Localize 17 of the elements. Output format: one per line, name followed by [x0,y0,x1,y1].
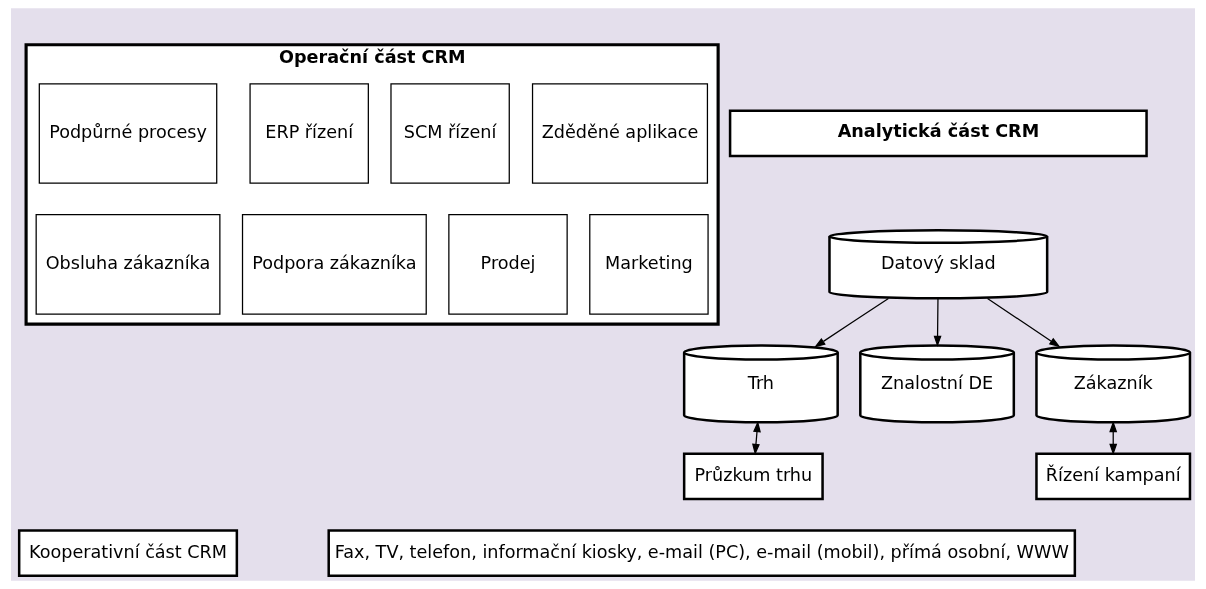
node-box: Řízení kampaní [1035,452,1192,501]
node-box: Analytická část CRM [728,109,1148,158]
arrow [814,297,890,348]
node-box: Marketing [589,214,709,315]
node-box: Obsluha zákazníka [35,214,221,315]
node-box: Prodej [448,214,568,315]
node-box: Podpůrné procesy [38,83,218,184]
node-box: SCM řízení [390,83,510,184]
node-box: Fax, TV, telefon, informační kiosky, e-mail (PC), e-mail (mobil), přímá osobní, WWW [327,529,1077,577]
node-box: Zděděné aplikace [531,83,709,184]
node-box: Kooperativní část CRM [17,529,239,577]
arrow [933,298,942,348]
node-box: Průzkum trhu [682,452,824,501]
node-box: Podpora zákazníka [241,214,427,315]
node-box: ERP řízení [249,83,369,184]
arrow [752,420,761,456]
arrow [986,297,1061,348]
